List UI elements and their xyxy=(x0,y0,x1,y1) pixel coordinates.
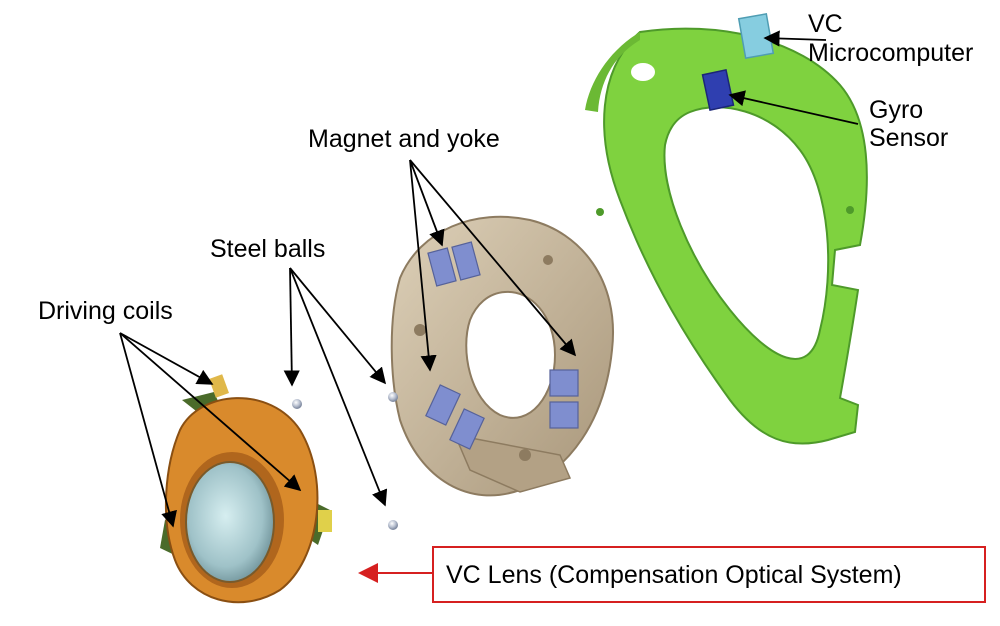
label-magnet-yoke: Magnet and yoke xyxy=(308,125,500,153)
label-gyro-line1: Gyro xyxy=(869,96,924,124)
label-gyro-line2: Sensor xyxy=(869,124,949,152)
arrow-gyro xyxy=(728,90,859,125)
arrow-balls-3 xyxy=(289,267,388,507)
vc-lens-assembly xyxy=(160,374,332,604)
arrow-magnet-3 xyxy=(409,159,577,357)
label-steel-balls: Steel balls xyxy=(210,235,326,263)
steel-ball xyxy=(292,399,302,409)
pcb-ring xyxy=(585,27,868,445)
steel-ball xyxy=(388,520,398,530)
arrow-magnet-2 xyxy=(409,159,437,372)
label-vc-lens: VC Lens (Compensation Optical System) xyxy=(446,561,902,589)
arrow-magnet-1 xyxy=(409,159,445,247)
label-microcomputer-line2: Microcomputer xyxy=(808,39,974,67)
arrow-coils-2 xyxy=(119,332,302,492)
arrow-balls-1 xyxy=(283,267,300,387)
arrow-balls-2 xyxy=(289,267,387,385)
microcomputer-chip xyxy=(737,13,775,59)
vc-lens-label-box: VC Lens (Compensation Optical System) xyxy=(432,546,986,603)
steel-ball xyxy=(388,392,398,402)
arrow-coils-1 xyxy=(119,332,214,385)
label-microcomputer-line1: VC xyxy=(808,10,843,38)
gyro-chip xyxy=(701,69,735,111)
arrow-microcomputer xyxy=(763,30,827,47)
yoke-disc xyxy=(390,215,614,497)
label-driving-coils: Driving coils xyxy=(38,297,173,325)
arrow-coils-3 xyxy=(119,332,177,528)
annotation-arrows xyxy=(119,30,859,528)
